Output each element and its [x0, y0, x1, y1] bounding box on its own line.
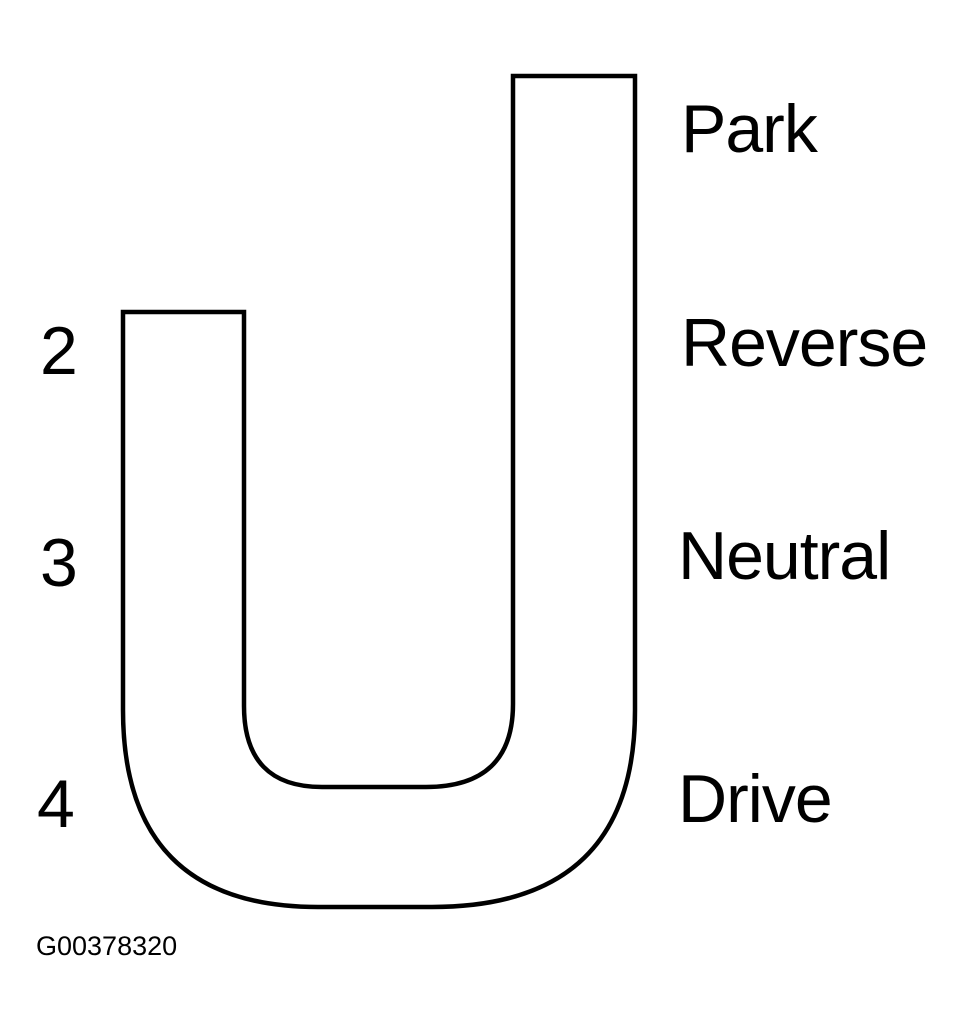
gear-position-label-2: 2 — [40, 313, 78, 389]
gear-label-drive: Drive — [678, 761, 833, 837]
gear-label-reverse: Reverse — [681, 305, 928, 381]
gear-label-park: Park — [681, 91, 818, 167]
gear-label-neutral: Neutral — [678, 518, 891, 594]
figure-id-caption: G00378320 — [36, 931, 178, 961]
shift-gate-path — [120, 73, 638, 910]
gear-position-label-3: 3 — [40, 525, 78, 601]
gear-position-label-4: 4 — [37, 766, 75, 842]
